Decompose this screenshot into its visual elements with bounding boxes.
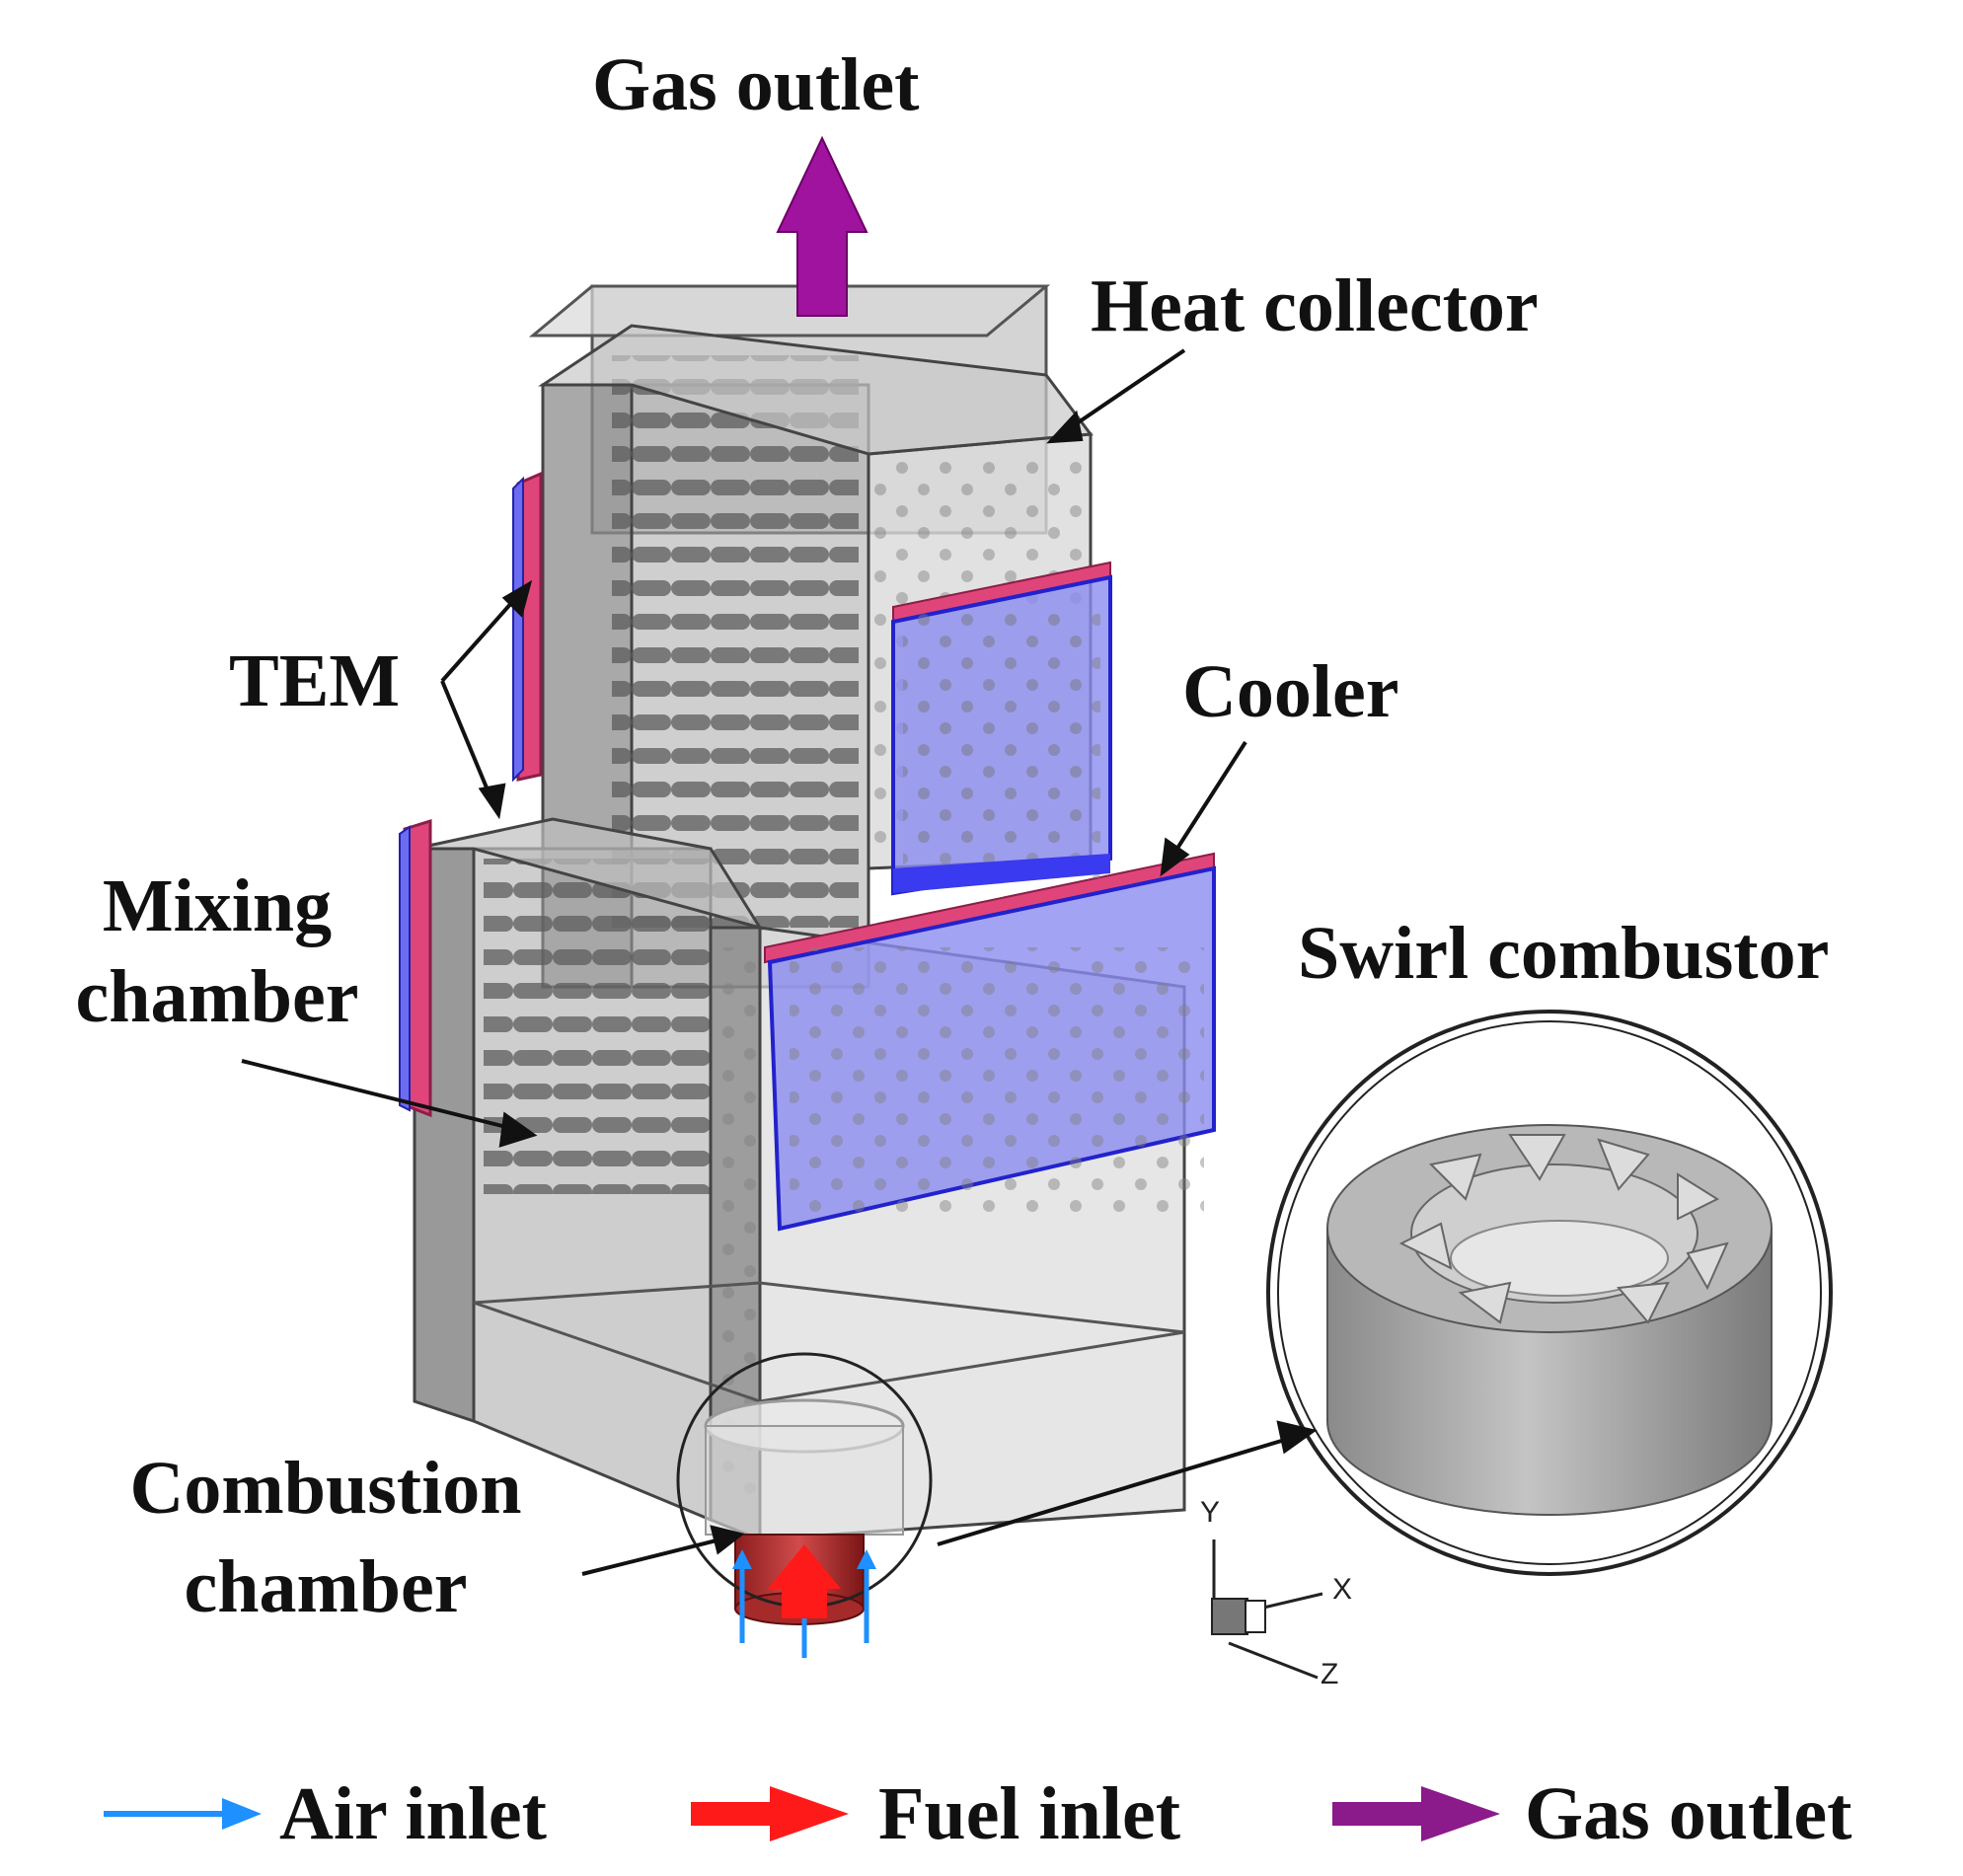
gas-outlet-box-top <box>528 284 1051 338</box>
legend-label-fuel-inlet: Fuel inlet <box>878 1772 1181 1855</box>
swirl-vane <box>1508 1134 1566 1181</box>
axis-label-x: X <box>1332 1573 1353 1606</box>
tem-leader-lower <box>440 680 495 805</box>
leader-arrows <box>241 348 1318 1576</box>
swirl-cylinder-bore-floor <box>1450 1220 1669 1297</box>
purple-arrowhead-icon <box>1421 1786 1500 1841</box>
swirl-combustor-leader <box>937 1434 1299 1546</box>
cooler-upper-left <box>512 476 524 783</box>
label-mixing-line2: chamber <box>75 955 359 1038</box>
cooler-leader <box>1168 740 1247 863</box>
tem-leader-upper <box>440 590 523 683</box>
label-heat-collector: Heat collector <box>1091 264 1539 347</box>
gas-outlet-arrow <box>776 135 868 317</box>
label-mixing-line1: Mixing <box>102 864 333 947</box>
axis-triad <box>1211 1539 1323 1680</box>
blue-arrowhead-icon <box>222 1798 262 1830</box>
cooler-lower-dots <box>790 947 1204 1214</box>
lower-block-top <box>414 817 764 931</box>
label-cooler: Cooler <box>1182 650 1399 733</box>
combustion-chamber-arrowhead <box>710 1525 745 1555</box>
heat-collector-leader <box>1059 348 1186 436</box>
red-arrow-icon <box>691 1802 780 1826</box>
fuel-inlet-arrow <box>768 1544 841 1618</box>
tem-modules <box>403 471 1215 1118</box>
combustion-chamber-leader <box>581 1536 729 1576</box>
swirl-vanes <box>1398 1134 1729 1324</box>
legend-label-air-inlet: Air inlet <box>279 1772 547 1855</box>
air-inlet-arrowhead-left <box>732 1549 752 1569</box>
air-inlet-arrowhead-right <box>857 1549 876 1569</box>
cooler-arrowhead <box>1160 837 1190 877</box>
upper-block-top <box>538 324 1094 456</box>
heat-collector-arrowhead <box>1046 410 1084 444</box>
swirl-vane <box>1458 1281 1512 1324</box>
label-swirl-combustor: Swirl combustor <box>1298 912 1830 995</box>
axis-cube <box>1211 1598 1248 1635</box>
swirl-zoom-circle-inner <box>1277 1020 1822 1565</box>
label-combustion-line2: chamber <box>184 1545 468 1628</box>
swirl-combustor-detail <box>1266 1010 1833 1576</box>
cooler-lower-left <box>399 825 411 1112</box>
coolers <box>399 476 1216 1232</box>
upper-pipes <box>612 355 859 928</box>
axis-label-z: Z <box>1321 1658 1339 1690</box>
lower-block-inner-floor <box>473 1281 1185 1403</box>
swirl-vane <box>1677 1172 1720 1221</box>
cooler-join <box>893 854 1110 893</box>
label-combustion-line1: Combustion <box>129 1447 522 1530</box>
label-gas-outlet-top: Gas outlet <box>592 43 920 126</box>
tem-arrowhead-upper <box>501 579 533 618</box>
lower-pipes <box>484 859 711 1194</box>
cooler-upper-dots <box>903 612 1100 878</box>
swirl-vane <box>1686 1241 1729 1291</box>
red-arrowhead-icon <box>770 1786 849 1841</box>
swirl-vane <box>1597 1138 1650 1191</box>
tem-arrowhead-lower <box>478 783 506 820</box>
combustor-shell <box>705 1425 904 1536</box>
purple-arrow-icon <box>1332 1802 1426 1826</box>
label-tem: TEM <box>229 639 401 722</box>
inlet-arrows <box>732 1544 876 1658</box>
swirl-vane <box>1398 1222 1453 1270</box>
mixing-chamber-leader <box>241 1059 519 1132</box>
mixing-chamber-arrowhead <box>498 1111 538 1148</box>
legend-icons <box>104 1786 1500 1841</box>
z-axis-line <box>1228 1641 1319 1680</box>
swirl-vane <box>1616 1281 1670 1324</box>
swirl-vane <box>1428 1153 1482 1201</box>
swirl-combustor-arrowhead <box>1276 1420 1318 1455</box>
axis-cube-face <box>1245 1600 1266 1633</box>
legend-label-gas-outlet: Gas outlet <box>1525 1772 1852 1855</box>
axis-label-y: Y <box>1200 1496 1221 1529</box>
